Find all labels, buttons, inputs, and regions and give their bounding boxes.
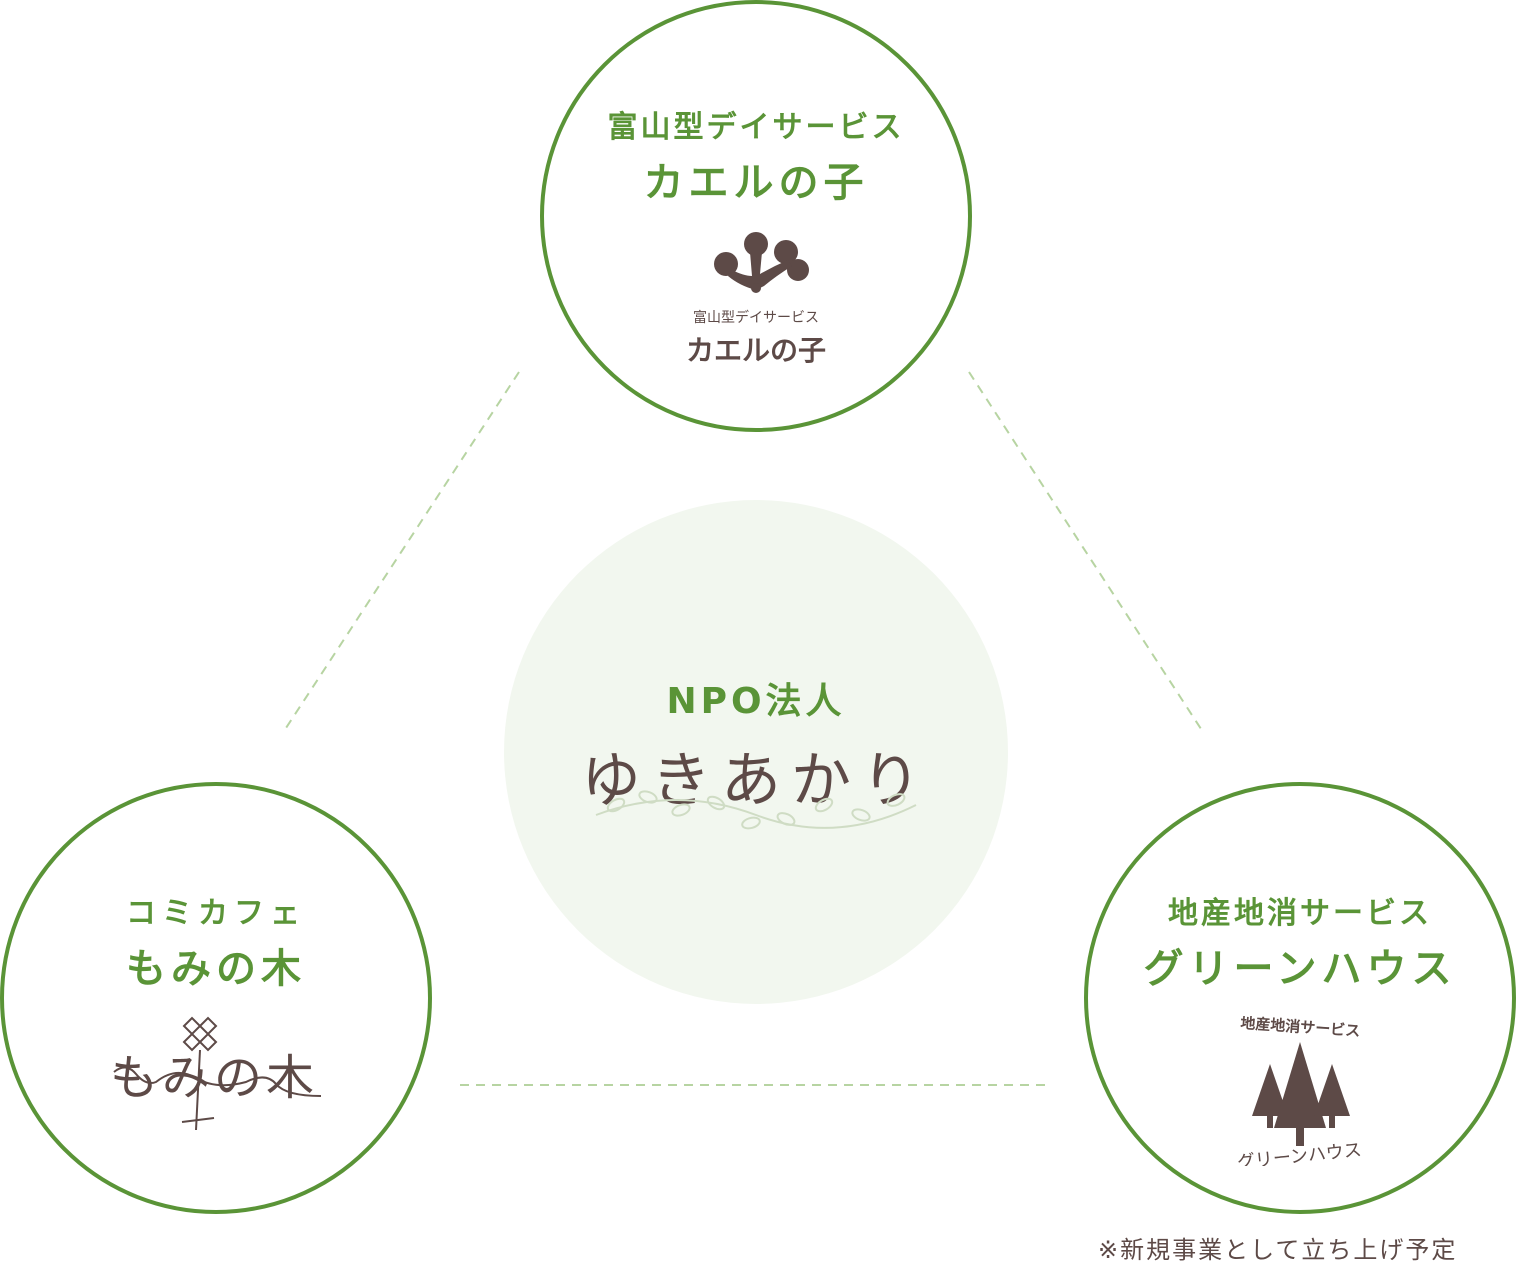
clover-icon: もみの木	[110, 1016, 322, 1131]
frog-logo-wordmark: カエルの子	[686, 334, 826, 367]
node-momi-no-ki-subtitle: コミカフェ	[126, 896, 306, 931]
node-green-house-subtitle: 地産地消サービス	[1168, 896, 1432, 931]
pine-logo-subtitle: 地産地消サービス	[1240, 1016, 1361, 1040]
connector-top-left	[285, 371, 520, 729]
frog-logo-subtitle: 富山型デイサービス	[693, 309, 819, 326]
connector-top-right	[968, 371, 1204, 733]
node-kaeru-no-ko: 富山型デイサービス カエルの子 富山型デイサービス カエルの子	[540, 0, 972, 432]
frog-hand-icon: 富山型デイサービス カエルの子	[686, 232, 826, 367]
node-green-house-title: グリーンハウス	[1143, 946, 1457, 992]
new-business-note: ※新規事業として立ち上げ予定	[1098, 1236, 1458, 1264]
clover-logo-wordmark: もみの木	[110, 1050, 318, 1106]
center-organization: NPO法人 ゆきあかり	[504, 500, 1008, 1004]
node-green-house: 地産地消サービス グリーンハウス 地産地消サービス グリーンハウス	[1084, 782, 1516, 1214]
node-kaeru-no-ko-title: カエルの子	[643, 160, 869, 206]
node-momi-no-ki: コミカフェ もみの木 もみの木	[0, 782, 432, 1214]
pine-trees-icon: 地産地消サービス グリーンハウス	[1236, 1016, 1363, 1166]
leaf-garland-icon	[595, 790, 917, 830]
node-kaeru-no-ko-subtitle: 富山型デイサービス	[607, 110, 905, 145]
node-momi-no-ki-title: もみの木	[126, 946, 306, 992]
center-subtitle: NPO法人	[666, 681, 846, 722]
